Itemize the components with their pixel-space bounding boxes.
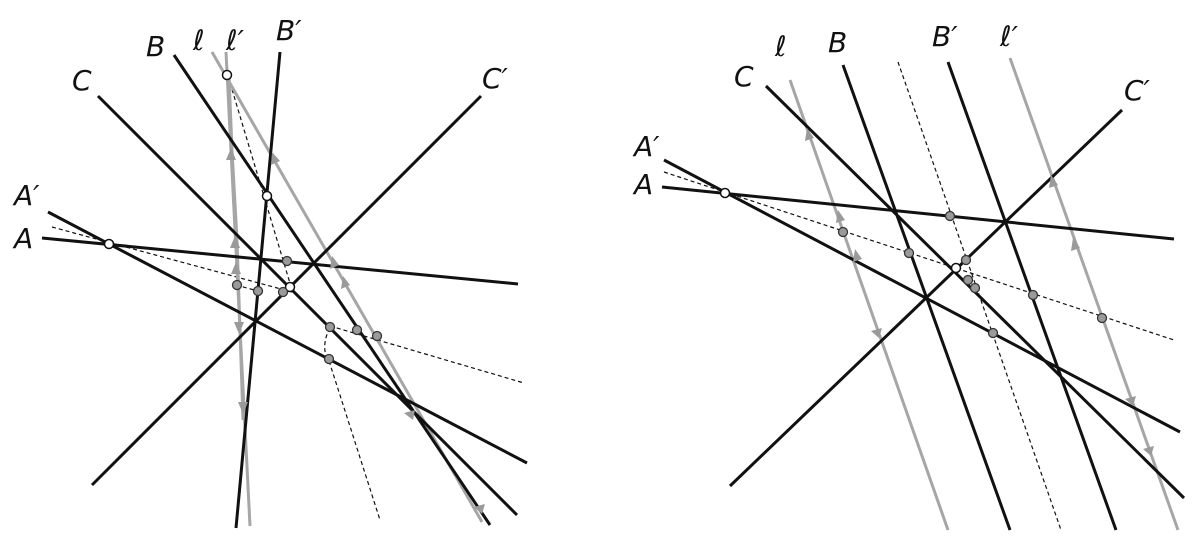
- open-point: [950, 262, 962, 274]
- arrow-head: [231, 262, 241, 274]
- arrow-head: [271, 152, 280, 165]
- label-c-prime: C′: [482, 62, 509, 95]
- label-ell-prime: ℓ′: [225, 24, 245, 57]
- line-a-prime: [47, 210, 528, 465]
- arrow-head: [404, 410, 415, 420]
- line-ell: [788, 79, 950, 531]
- label-a: A: [12, 222, 33, 255]
- line-a-prime: [663, 158, 1181, 434]
- label-ell-prime: ℓ′: [999, 20, 1019, 53]
- right-panel: C ℓ B B′ ℓ′ C′ A′ A: [632, 20, 1186, 531]
- marked-point: [277, 286, 289, 298]
- arrow-head: [230, 236, 240, 248]
- label-ell: ℓ: [192, 24, 205, 57]
- label-b: B: [828, 26, 847, 59]
- arrow-head: [1143, 446, 1154, 456]
- label-b-prime: B′: [276, 14, 302, 47]
- label-b: B: [146, 30, 165, 63]
- arrow-head: [234, 322, 244, 334]
- label-a: A: [632, 168, 653, 201]
- arrow-head: [1125, 396, 1136, 406]
- label-a-prime: A′: [12, 179, 40, 212]
- line-c-prime: [728, 108, 1124, 488]
- arrow-head: [330, 256, 339, 269]
- arrow-head: [341, 276, 350, 289]
- label-ell: ℓ: [774, 30, 787, 63]
- label-c-prime: C′: [1124, 74, 1151, 107]
- arrow-head: [1071, 238, 1080, 251]
- dashed-line-a-parallel: [663, 171, 1175, 341]
- marked-point: [837, 226, 849, 238]
- line-a: [661, 185, 1175, 241]
- marked-point: [903, 247, 915, 259]
- marked-point: [252, 285, 264, 297]
- arrow-head: [238, 402, 248, 414]
- open-point: [261, 190, 273, 202]
- arrow-head: [871, 328, 882, 338]
- marked-point: [371, 330, 383, 342]
- line-c: [96, 94, 519, 517]
- open-point: [284, 281, 296, 293]
- marked-point: [962, 274, 974, 286]
- line-a: [41, 236, 519, 286]
- marked-point: [1027, 289, 1039, 301]
- dashed-line-steep: [227, 75, 293, 291]
- label-a-prime: A′: [632, 130, 660, 163]
- arrow-head: [805, 128, 814, 141]
- marked-point: [231, 279, 243, 291]
- arrow-head: [226, 148, 236, 160]
- arrow-head: [1049, 175, 1058, 188]
- marked-point: [324, 321, 336, 333]
- marked-point: [969, 282, 981, 294]
- marked-point: [281, 255, 293, 267]
- label-b-prime: B′: [932, 20, 958, 53]
- open-point: [719, 187, 731, 199]
- dashed-line-lower: [329, 325, 525, 384]
- line-b: [172, 54, 492, 526]
- left-panel: ℓ ℓ′ B B′ C C′ A′ A: [12, 14, 528, 529]
- marked-point: [323, 353, 335, 365]
- label-c: C: [72, 64, 92, 97]
- marked-point: [987, 327, 999, 339]
- marked-point: [351, 324, 363, 336]
- arrow-head: [474, 504, 485, 514]
- marked-point: [960, 254, 972, 266]
- arrow-head: [836, 210, 845, 223]
- marked-point: [1096, 312, 1108, 324]
- marked-point: [944, 210, 956, 222]
- label-c: C: [734, 60, 754, 93]
- arrow-head: [853, 249, 862, 262]
- open-point: [103, 238, 115, 250]
- open-point: [221, 69, 233, 81]
